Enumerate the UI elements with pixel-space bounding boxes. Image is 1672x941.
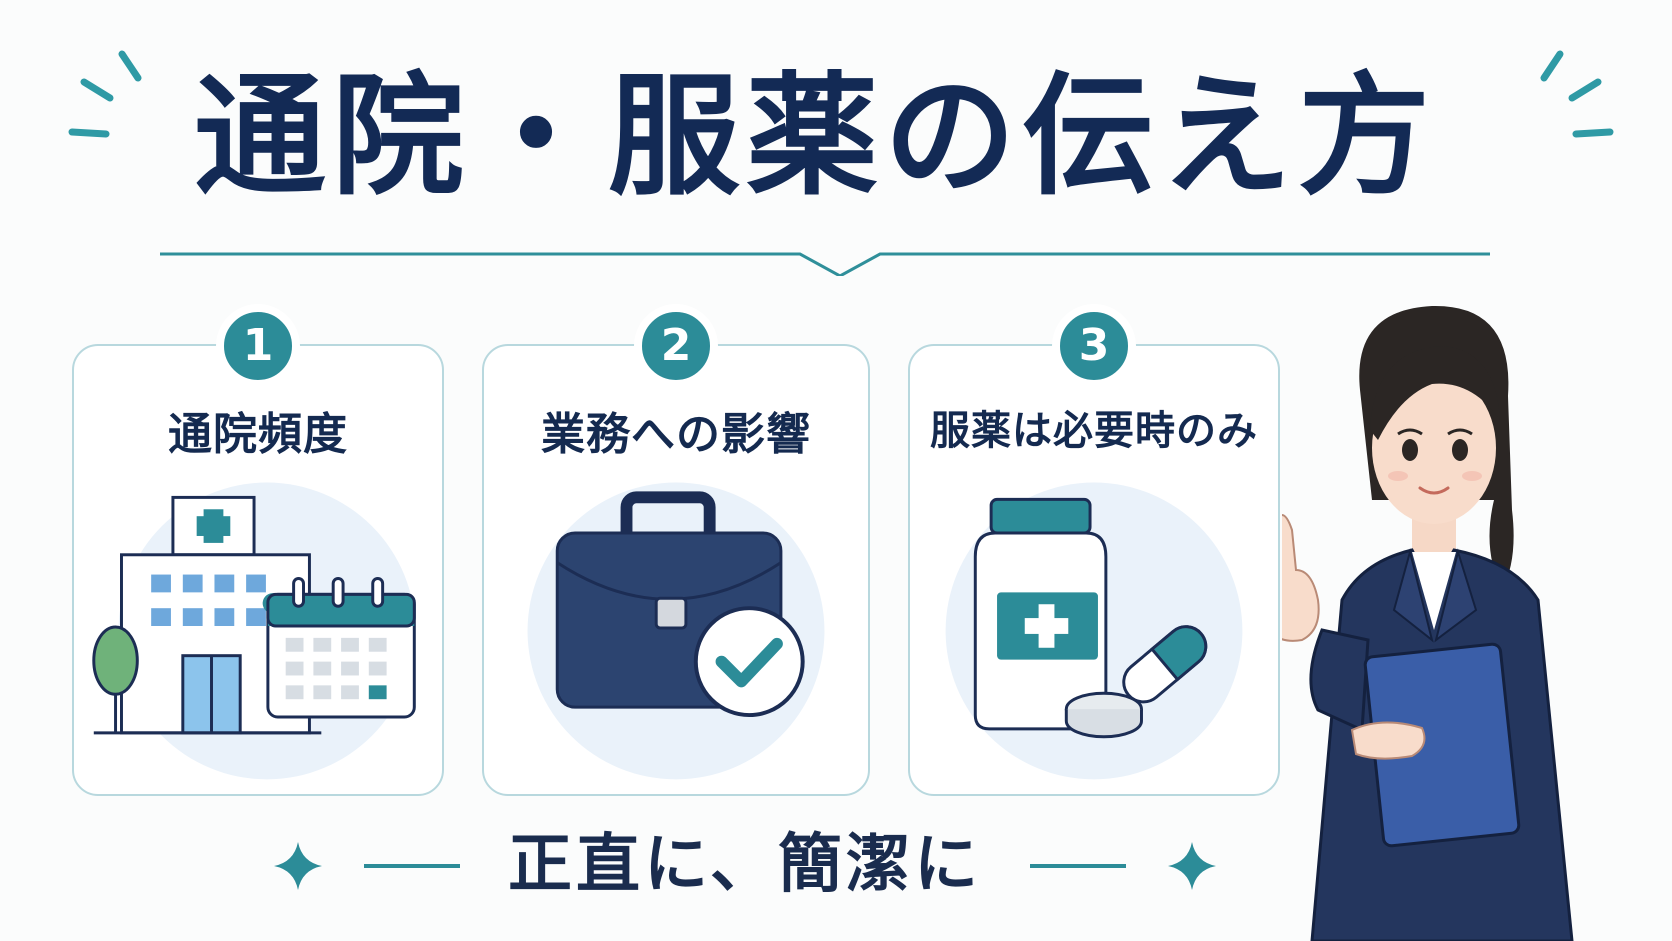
hospital-calendar-icon <box>92 482 416 780</box>
sparkle-star-left-icon <box>274 842 460 890</box>
footer-message: 正直に、簡潔に <box>507 828 983 902</box>
sparkle-star-right-icon <box>1030 842 1216 890</box>
sparkle-left-icon <box>68 50 142 138</box>
card-label: 服薬は必要時のみ <box>930 408 1258 454</box>
card-medication: 3 服薬は必要時のみ <box>908 304 1280 796</box>
card-work-impact: 2 業務への影響 <box>482 304 870 796</box>
sparkle-right-icon <box>1540 50 1614 138</box>
briefcase-check-icon <box>527 482 825 780</box>
card-number-badge: 1 <box>216 304 300 388</box>
title-underline <box>160 252 1490 276</box>
medicine-bottle-icon <box>945 482 1243 780</box>
card-number-badge: 2 <box>634 304 718 388</box>
card-label: 通院頻度 <box>168 409 348 460</box>
page-title: 通院・服薬の伝え方 <box>194 60 1436 214</box>
businesswoman-pointing-illustration <box>1282 305 1574 941</box>
footer: 正直に、簡潔に <box>270 820 1220 910</box>
card-visit-frequency: 1 通院頻度 <box>72 304 444 796</box>
card-number-badge: 3 <box>1052 304 1136 388</box>
card-label: 業務への影響 <box>541 409 811 460</box>
